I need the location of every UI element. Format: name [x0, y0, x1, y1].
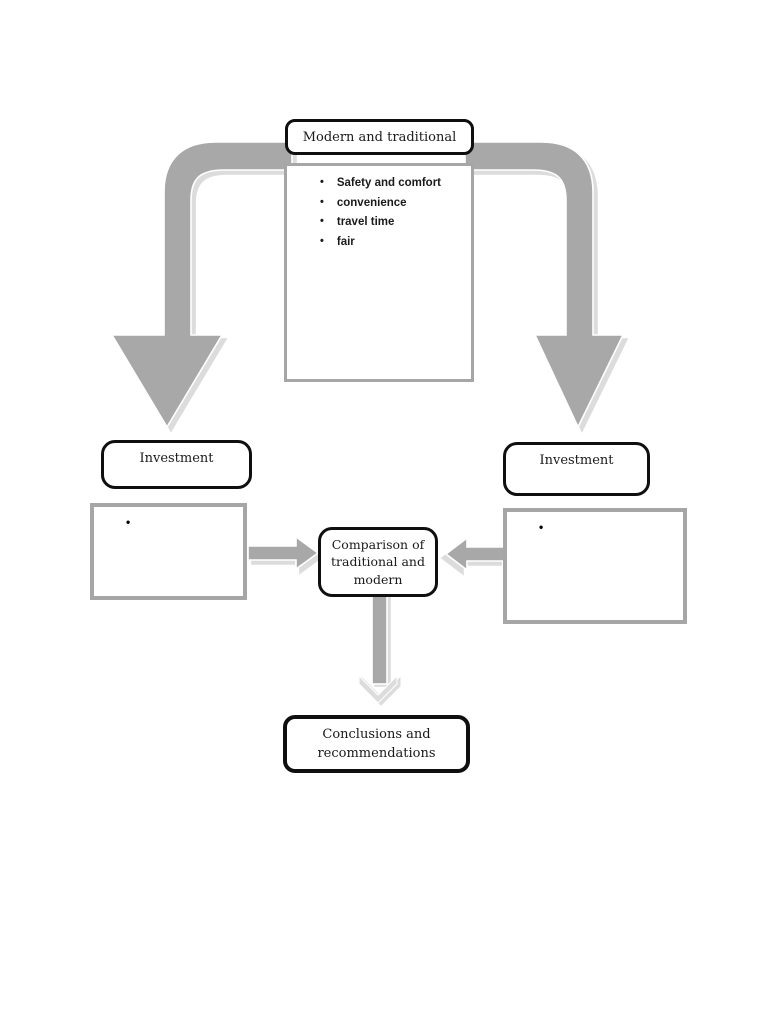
investment-box-left: Investment — [101, 440, 252, 489]
down-arrow-head-icon — [358, 674, 398, 704]
bullet-icon: • — [539, 520, 544, 534]
list-item: • fair — [287, 233, 471, 253]
investment-label-right: Investment — [539, 453, 614, 468]
bullet-icon: • — [320, 234, 324, 247]
bullet-icon: • — [320, 195, 324, 208]
investment-notes-box-left: • — [90, 503, 247, 600]
comparison-label: Comparison of traditional and modern — [331, 536, 425, 587]
curved-down-arrow-left — [110, 141, 293, 429]
criteria-item-label: travel time — [336, 216, 395, 228]
list-item: • Safety and comfort — [287, 174, 471, 194]
right-arrow-icon — [247, 535, 320, 571]
conclusions-label: Conclusions and recommendations — [317, 727, 436, 761]
investment-label-left: Investment — [139, 451, 214, 466]
list-item: • convenience — [287, 194, 471, 214]
curved-down-arrow-right — [464, 141, 625, 429]
criteria-item-label: fair — [336, 235, 355, 248]
criteria-item-label: Safety and comfort — [336, 177, 442, 189]
bullet-icon: • — [126, 515, 131, 529]
left-arrow-icon — [444, 536, 506, 572]
modern-traditional-label: Modern and traditional — [302, 129, 457, 145]
criteria-list-box: • Safety and comfort • convenience • tra… — [284, 163, 474, 382]
investment-box-right: Investment — [503, 442, 650, 496]
investment-notes-box-right: • — [503, 508, 687, 624]
down-arrow-shaft — [371, 595, 388, 685]
bullet-icon: • — [320, 176, 324, 188]
list-item: • travel time — [287, 213, 471, 233]
conclusions-box: Conclusions and recommendations — [283, 715, 470, 773]
bullet-icon: • — [320, 215, 324, 227]
comparison-box: Comparison of traditional and modern — [318, 527, 438, 597]
criteria-item-label: convenience — [336, 196, 407, 209]
modern-traditional-box: Modern and traditional — [285, 119, 474, 155]
